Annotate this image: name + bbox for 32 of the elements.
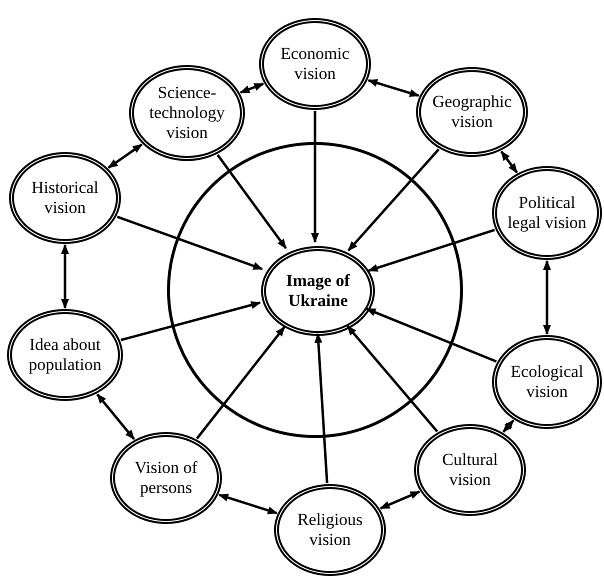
node-label: Image of Ukraine [285,271,352,311]
arrow [196,326,286,440]
node-label: Political legal vision [506,193,588,233]
arrow [346,325,438,432]
arrow [216,154,287,250]
arrow [502,420,514,433]
arrow [120,301,262,342]
arrow [368,228,495,272]
node-label: Geographic vision [431,92,513,132]
arrow [116,216,264,270]
node-label: Idea about population [28,335,102,375]
node-label: Science-technology vision [148,83,226,143]
arrow [311,111,319,243]
arrow [366,308,497,363]
node-label: Historical vision [30,178,100,218]
node-label: Cultural vision [441,450,499,490]
arrow [348,148,440,252]
node-label: Vision of persons [134,458,198,498]
arrow [96,394,136,440]
arrow [108,143,143,169]
node-label: Religious vision [296,510,364,550]
arrow [380,490,420,510]
arrow [543,260,551,335]
vision-ellipse [261,246,375,336]
arrow [61,244,69,309]
arrow [314,332,328,484]
arrow [240,82,264,94]
node-label: Ecological vision [510,362,584,402]
node-label: Economic vision [280,44,350,84]
arrow [218,494,278,514]
arrow [500,150,518,174]
arrow [367,79,420,97]
